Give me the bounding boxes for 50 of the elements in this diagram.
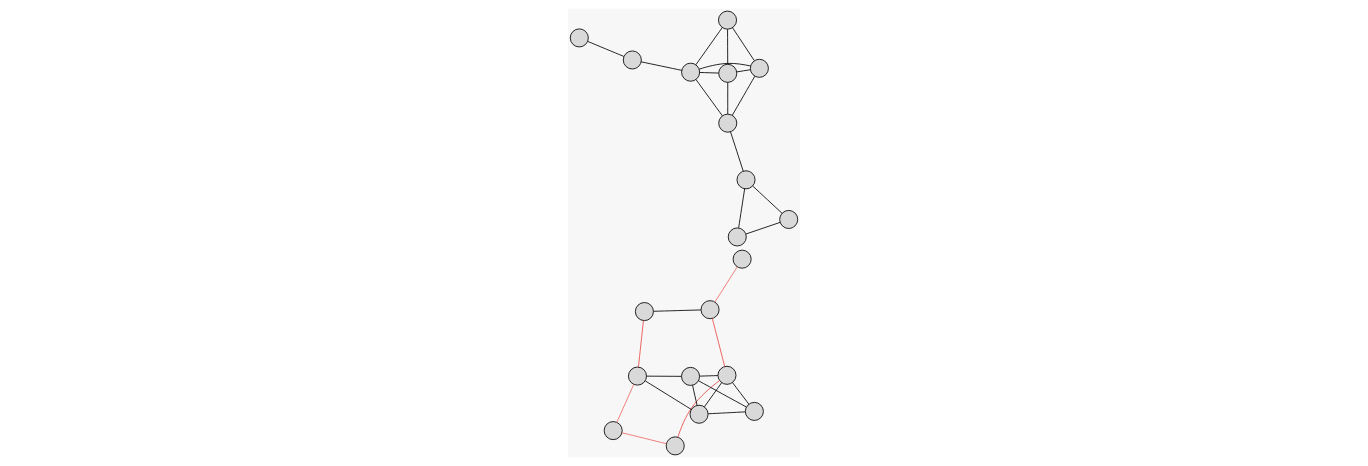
node-circle	[744, 401, 764, 421]
connector	[653, 309, 702, 312]
connector	[714, 266, 738, 303]
connector	[745, 221, 781, 235]
connector	[704, 382, 723, 408]
node-circle	[718, 113, 738, 133]
node-circle	[628, 366, 647, 386]
node-circle	[718, 63, 738, 83]
node-circle	[634, 302, 654, 321]
connector	[727, 28, 729, 65]
node-circle	[779, 210, 799, 229]
connector	[699, 375, 719, 377]
node-circle	[732, 249, 752, 269]
connector	[640, 61, 683, 71]
connector	[711, 318, 726, 367]
node-circle	[622, 50, 642, 70]
connector	[730, 131, 744, 172]
node-circle	[718, 10, 737, 30]
connector	[732, 382, 750, 405]
connector	[738, 188, 746, 229]
node-circle	[717, 365, 737, 385]
connector	[698, 380, 747, 408]
node-circle	[736, 170, 756, 190]
node-circle	[689, 404, 709, 424]
connector	[587, 41, 625, 57]
node-circle	[727, 227, 747, 247]
connector	[731, 75, 756, 116]
node-circle	[700, 300, 720, 320]
node-circle	[603, 421, 623, 441]
connector	[692, 384, 698, 406]
connector	[677, 380, 720, 438]
connector	[732, 27, 755, 61]
connector	[727, 82, 729, 115]
connector	[736, 69, 751, 73]
connector	[644, 380, 692, 410]
connector	[695, 27, 723, 66]
node-circle	[681, 366, 700, 386]
connector	[707, 411, 746, 415]
node-circle	[749, 58, 769, 78]
node-circle	[569, 28, 589, 48]
connector	[699, 72, 719, 74]
connector	[695, 79, 723, 117]
connector	[698, 62, 751, 70]
connector	[638, 320, 644, 368]
node-circle	[681, 62, 701, 82]
connector	[752, 185, 783, 214]
connector	[616, 383, 635, 423]
node-circle	[665, 436, 685, 456]
connector	[646, 375, 682, 377]
connector	[621, 432, 667, 445]
